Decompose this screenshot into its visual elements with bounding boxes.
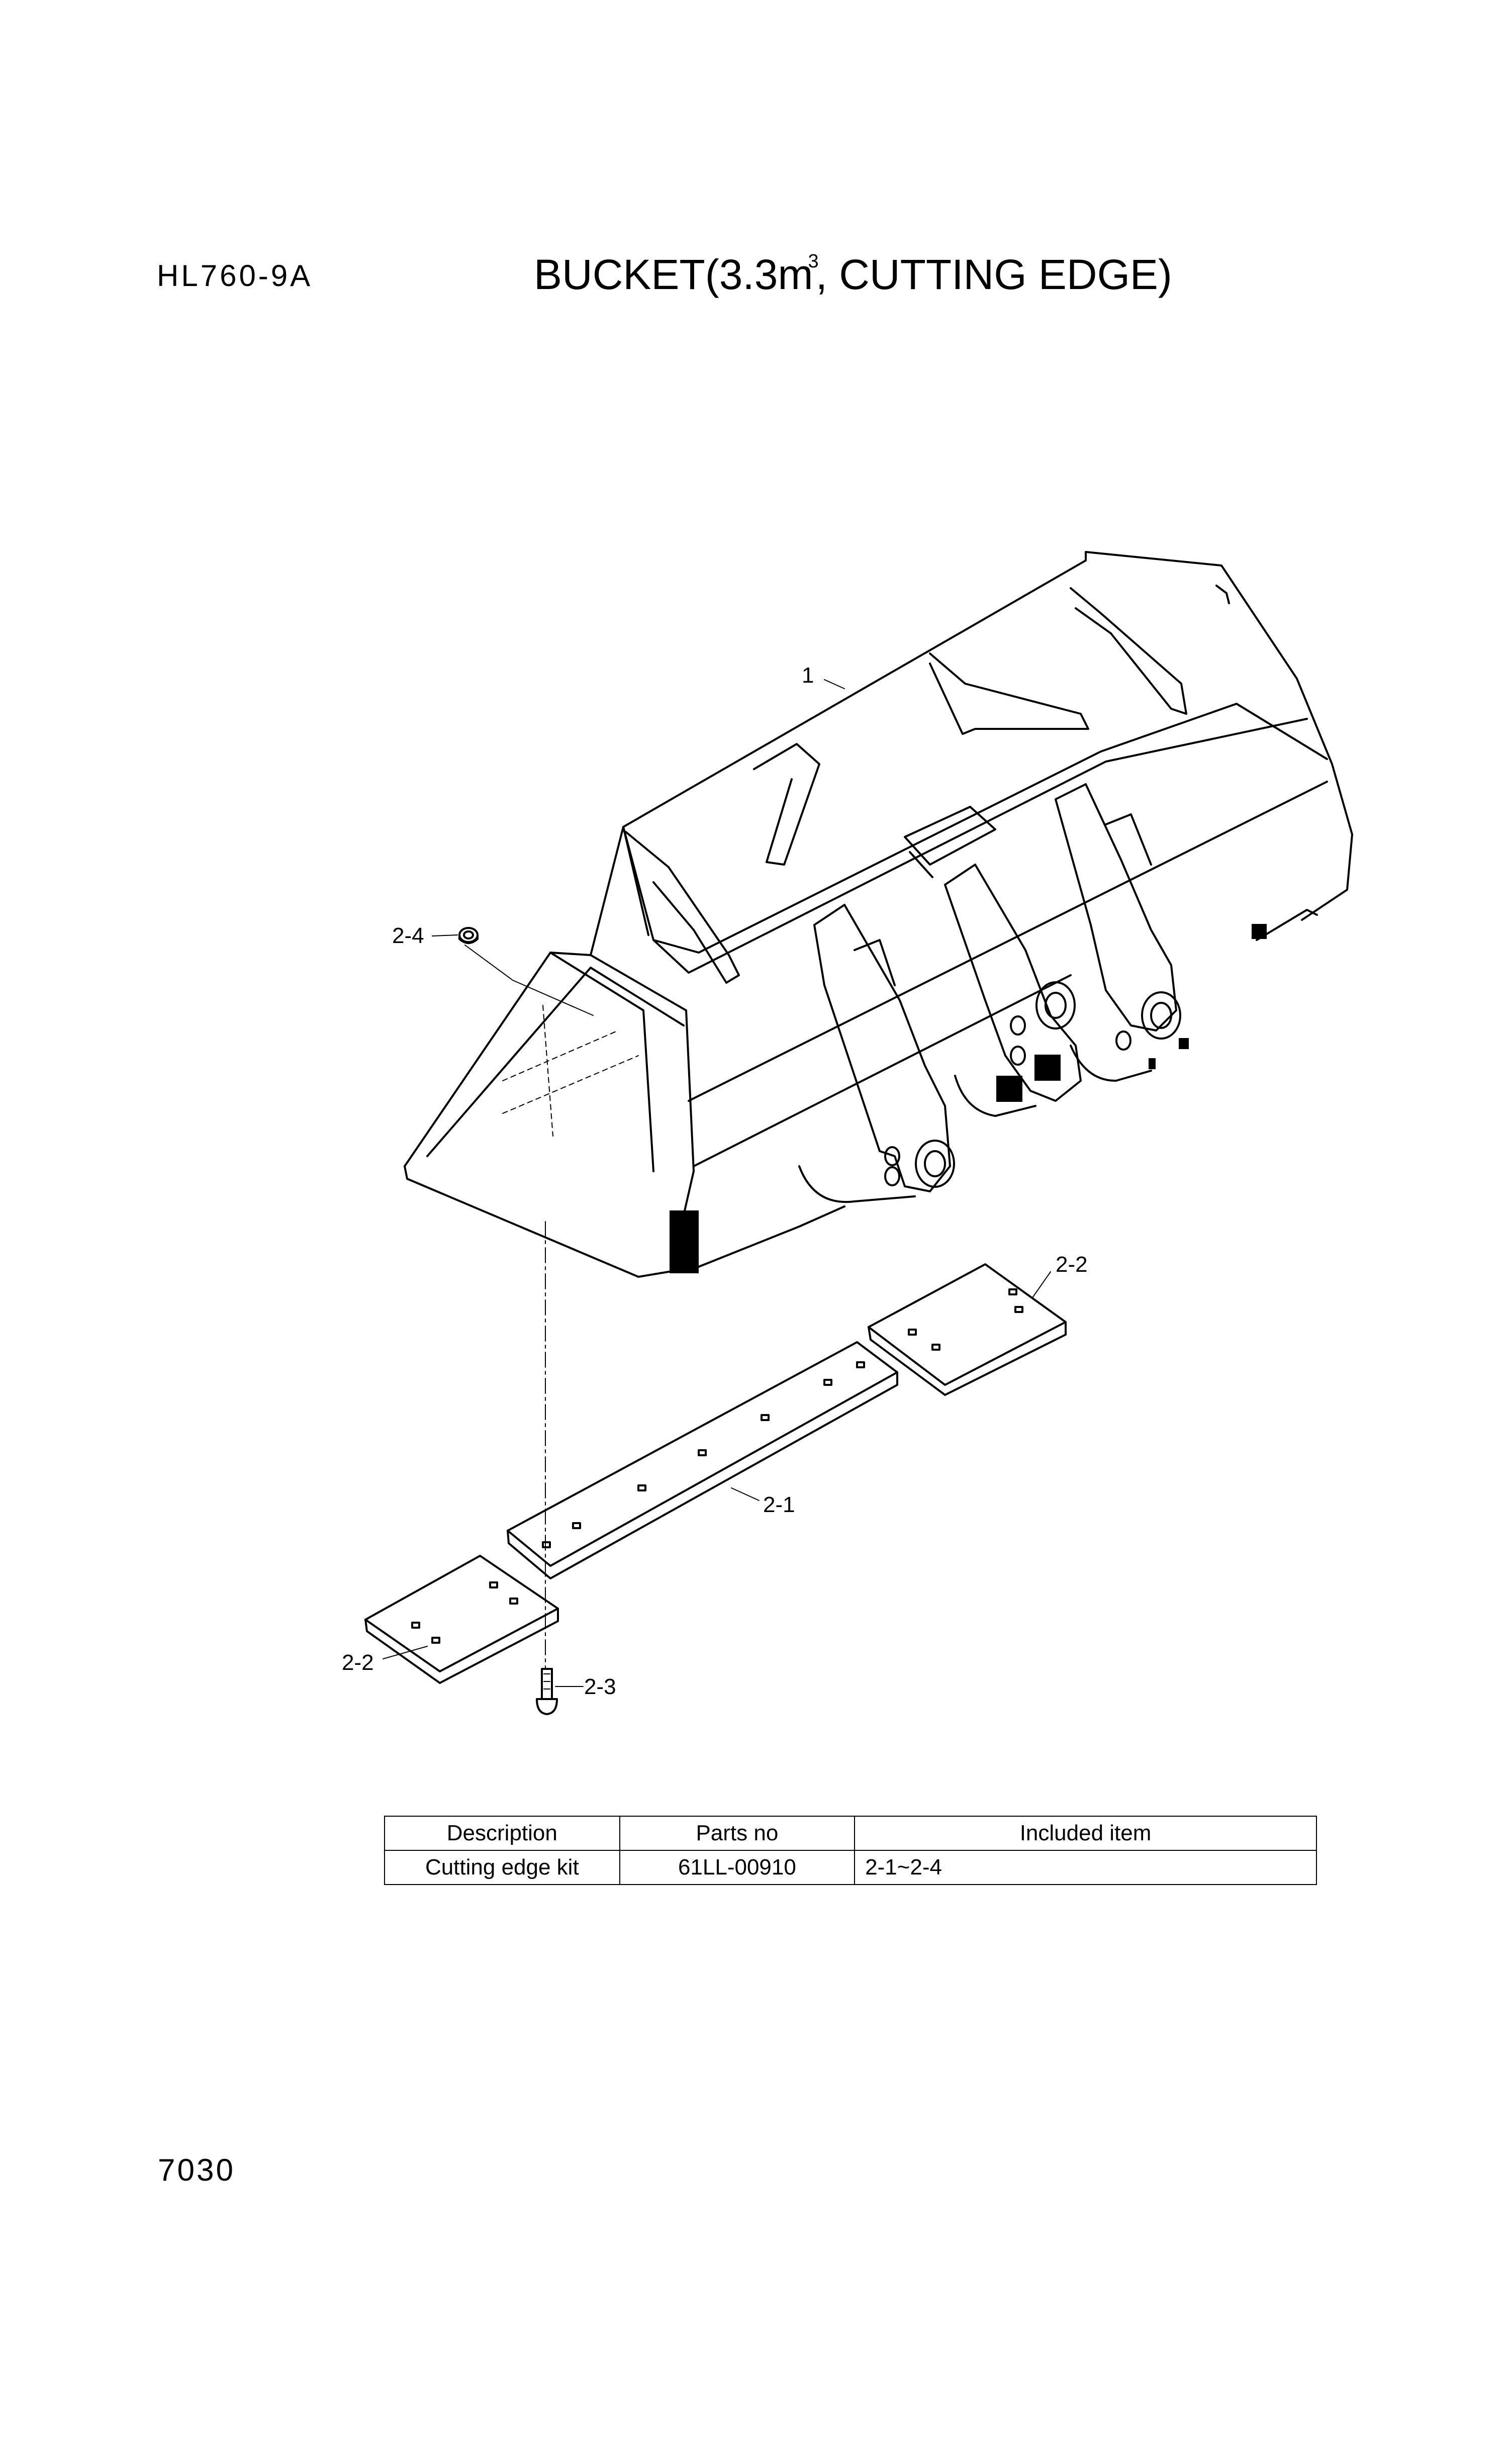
page-title: BUCKET(3.3m3, CUTTING EDGE)	[534, 250, 1172, 299]
callout-bolt: 2-3	[584, 1674, 616, 1699]
table-row: Cutting edge kit 61LL-00910 2-1~2-4	[384, 1850, 1317, 1885]
side-edge-right-drawing	[868, 1263, 1067, 1396]
center-edge-drawing	[507, 1341, 898, 1579]
cell-included-item: 2-1~2-4	[854, 1850, 1317, 1885]
table-header-row: Description Parts no Included item	[384, 1816, 1317, 1851]
callout-center-edge: 2-1	[763, 1492, 795, 1517]
column-header-parts-no: Parts no	[619, 1816, 856, 1851]
nut-drawing	[458, 927, 479, 944]
callout-bucket: 1	[802, 663, 814, 688]
model-number: HL760-9A	[157, 259, 313, 293]
callout-nut: 2-4	[392, 923, 424, 948]
parts-table: Description Parts no Included item Cutti…	[384, 1816, 1317, 1885]
callout-side-edge-right: 2-2	[1056, 1252, 1088, 1277]
callout-side-edge-left: 2-2	[342, 1650, 374, 1675]
leader-lines	[383, 679, 1051, 1687]
side-edge-left-drawing	[364, 1555, 559, 1684]
bucket-drawing	[404, 551, 1353, 1278]
column-header-included-item: Included item	[854, 1816, 1317, 1851]
page-number: 7030	[158, 2153, 235, 2188]
wear-pad-marks	[670, 924, 1267, 1273]
cell-parts-no: 61LL-00910	[619, 1850, 856, 1885]
bolt-drawing	[536, 1668, 558, 1715]
title-rest: , CUTTING EDGE)	[815, 251, 1172, 298]
title-main: BUCKET(3.3m	[534, 251, 813, 298]
column-header-description: Description	[384, 1816, 620, 1851]
cell-description: Cutting edge kit	[384, 1850, 620, 1885]
title-superscript: 3	[808, 251, 819, 272]
